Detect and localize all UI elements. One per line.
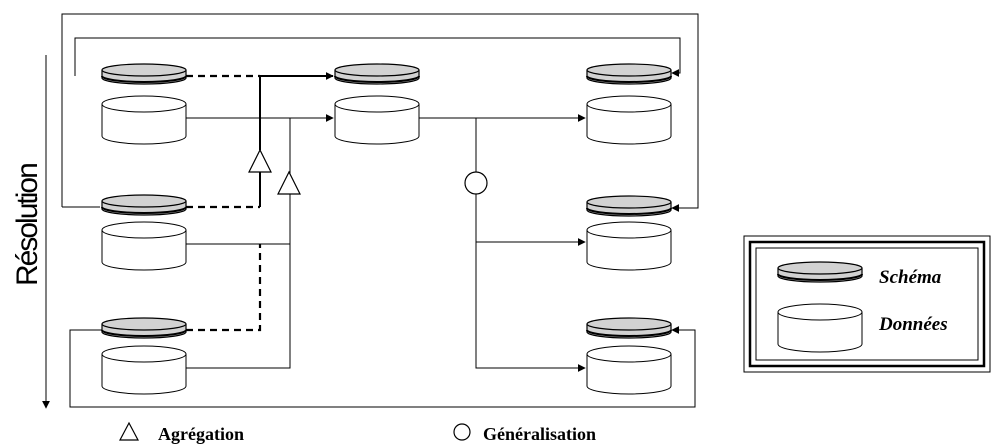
outer-loop-top: [61, 13, 699, 212]
connector-lines: [61, 13, 699, 408]
data-cylinder-left-2: [101, 221, 187, 271]
schema-cylinder-right-1: [586, 63, 672, 85]
aggregation-triangle-schema: [248, 148, 272, 173]
data-cylinder-right-1: [586, 95, 672, 145]
schema-solid-links: [259, 72, 334, 207]
schema-cylinder-left-2: [101, 194, 187, 216]
legend-data-label: Données: [878, 314, 948, 335]
aggregation-legend-icon: [119, 421, 139, 441]
data-row3-to-agg: [186, 117, 300, 369]
aggregation-legend-label: Agrégation: [158, 424, 244, 444]
resolution-axis-label: Résolution: [11, 164, 44, 286]
data-cylinder-center: [334, 95, 420, 145]
schema-cylinder-left-1: [101, 63, 187, 85]
schema-link-row3: [186, 244, 262, 332]
gen-down: [475, 194, 586, 372]
schema-cylinder-right-2: [586, 195, 672, 217]
generalisation-legend-icon: [453, 423, 471, 441]
legend-schema-icon: [777, 261, 863, 283]
legend-data-icon: [777, 303, 863, 353]
schema-links: [186, 74, 262, 332]
data-cylinder-left-3: [101, 345, 187, 395]
legend-schema-label: Schéma: [879, 267, 942, 288]
legend-box: Schéma Données: [743, 235, 991, 373]
schema-cylinder-left-3: [101, 317, 187, 339]
agg-schema-up: [259, 72, 334, 150]
generalisation-circle: [464, 171, 488, 195]
schema-cylinder-center: [334, 63, 420, 85]
data-cylinder-left-1: [101, 95, 187, 145]
schema-cylinder-right-3: [586, 317, 672, 339]
generalisation-legend-label: Généralisation: [483, 424, 596, 444]
inner-loop-top: [74, 37, 681, 77]
data-cylinder-right-3: [586, 345, 672, 395]
inner-loop-bottom: [69, 326, 696, 408]
aggregation-triangle-data: [277, 170, 301, 195]
data-cylinder-right-2: [586, 221, 672, 271]
